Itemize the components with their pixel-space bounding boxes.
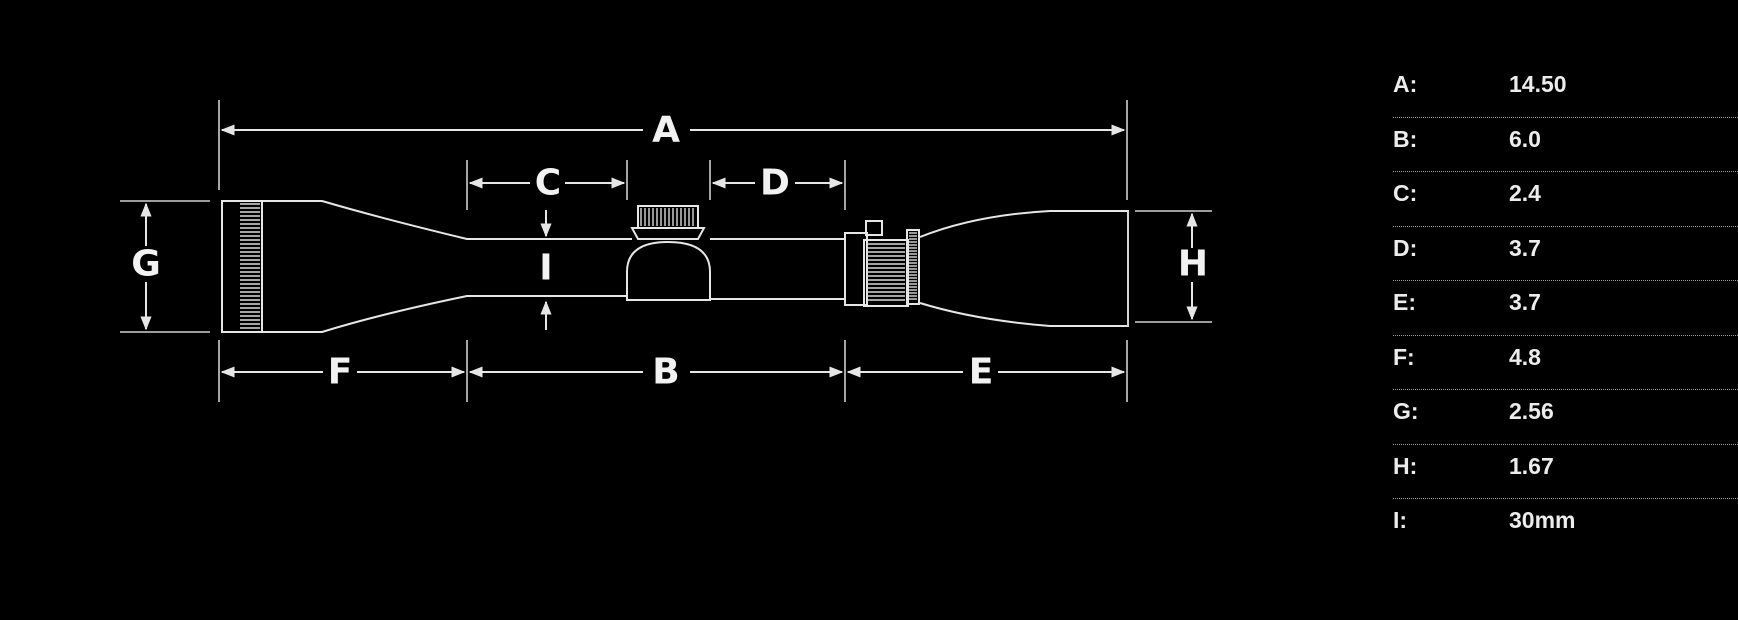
dimension-label-d: D (760, 163, 790, 204)
spec-table: A: 14.50 B: 6.0 C: 2.4 D: 3.7 E: 3.7 F: … (1393, 63, 1738, 554)
spec-key: E: (1393, 289, 1416, 315)
spec-key: B: (1393, 125, 1418, 152)
dimension-lines (120, 100, 1212, 402)
spec-value: 1.67 (1509, 452, 1554, 479)
spec-row-f: F: 4.8 (1393, 336, 1738, 390)
elevation-turret (626, 205, 711, 301)
power-ring (844, 220, 920, 307)
dimension-label-b: B (652, 352, 679, 393)
dimension-label-i: I (539, 248, 552, 289)
scope-outline (221, 200, 1129, 333)
spec-value: 2.56 (1509, 398, 1554, 424)
spec-key: H: (1393, 452, 1418, 479)
spec-key: A: (1393, 71, 1418, 97)
spec-value: 30mm (1509, 507, 1576, 533)
spec-key: C: (1393, 180, 1418, 206)
dimension-label-g: G (131, 244, 161, 285)
spec-key: F: (1393, 343, 1415, 370)
objective-knurl (240, 203, 260, 329)
spec-row-e: E: 3.7 (1393, 281, 1738, 336)
spec-value: 4.8 (1509, 343, 1541, 370)
spec-value: 2.4 (1509, 180, 1541, 206)
dimension-label-f: F (328, 352, 353, 393)
power-ring-knurl (867, 232, 917, 301)
dimension-label-h: H (1178, 244, 1208, 285)
spec-row-c: C: 2.4 (1393, 172, 1738, 227)
spec-key: I: (1393, 507, 1408, 533)
turret-knurl (640, 208, 694, 226)
spec-row-g: G: 2.56 (1393, 390, 1738, 445)
spec-row-a: A: 14.50 (1393, 63, 1738, 118)
spec-key: D: (1393, 234, 1418, 261)
spec-row-i: I: 30mm (1393, 499, 1738, 554)
dimension-label-e: E (969, 352, 994, 393)
spec-row-d: D: 3.7 (1393, 227, 1738, 281)
dimension-label-a: A (652, 110, 680, 151)
spec-row-h: H: 1.67 (1393, 445, 1738, 499)
spec-key: G: (1393, 398, 1419, 424)
spec-value: 3.7 (1509, 234, 1541, 261)
spec-value: 14.50 (1509, 71, 1567, 97)
spec-row-b: B: 6.0 (1393, 118, 1738, 172)
spec-value: 6.0 (1509, 125, 1541, 152)
spec-value: 3.7 (1509, 289, 1541, 315)
dimension-label-c: C (535, 163, 561, 204)
